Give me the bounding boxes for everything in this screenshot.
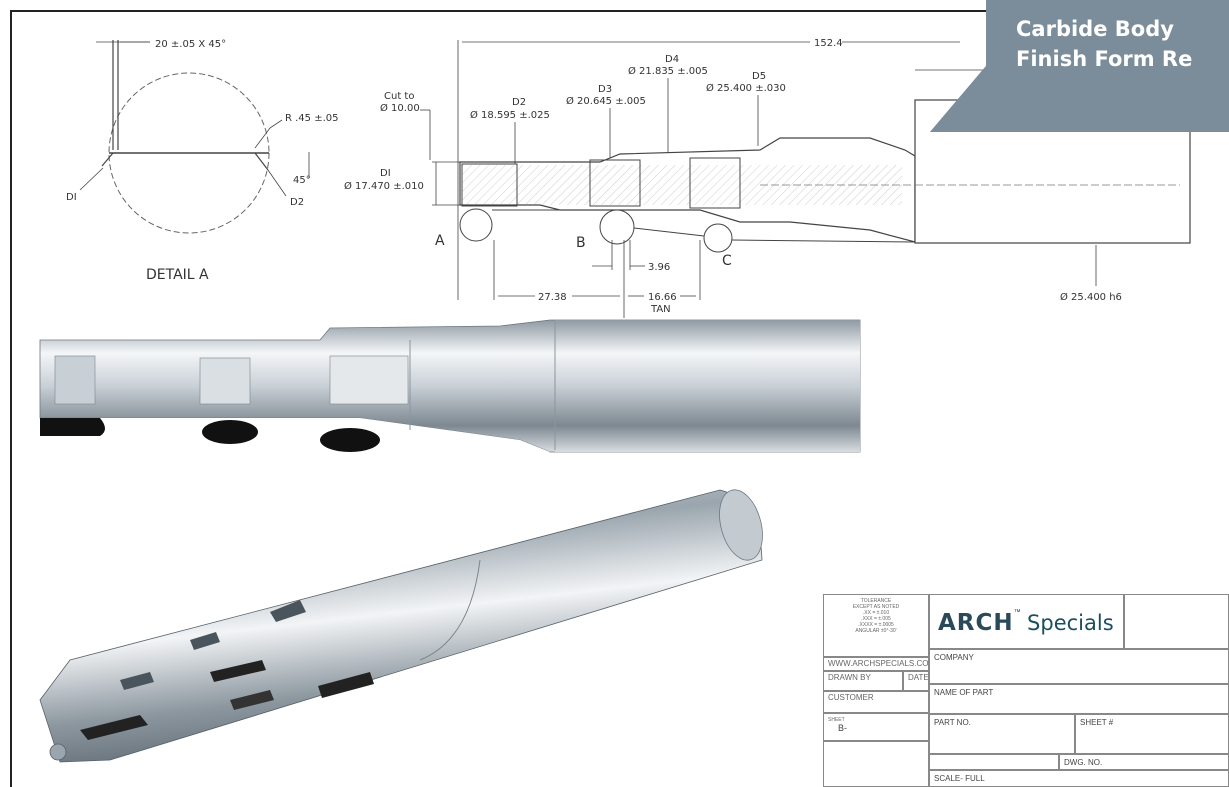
tool-3d-render <box>39 489 763 763</box>
customer-cell: CUSTOMER <box>823 691 929 713</box>
tolerance-line: .XXXX = ±.0005 <box>858 622 894 628</box>
dim-396-label: 3.96 <box>648 262 670 273</box>
title-banner-bg <box>930 0 1229 132</box>
company-label: COMPANY <box>934 653 974 662</box>
d3-value: Ø 20.645 ±.005 <box>566 95 646 107</box>
banner-line-2: Finish Form Re <box>1016 47 1193 71</box>
banner-line-1: Carbide Body <box>1016 17 1174 41</box>
title-banner: Carbide Body Finish Form Re <box>1016 14 1229 74</box>
cutaway-render <box>39 319 861 453</box>
dim-2738-label: 27.38 <box>538 292 567 303</box>
logo-arch-text: ARCH <box>938 610 1014 636</box>
cut-to-label: Cut to <box>384 91 414 102</box>
part-no-cell: PART NO. <box>929 714 1075 754</box>
dim-tan-label: TAN <box>650 304 671 315</box>
website-cell: WWW.ARCHSPECIALS.COM <box>823 657 929 671</box>
logo-cell: ARCH™ Specials <box>929 594 1124 649</box>
cut-to-value: Ø 10.00 <box>380 102 420 114</box>
date-cell: DATE <box>903 671 929 691</box>
d4-label: D4 <box>665 54 679 65</box>
notes-cell <box>823 741 929 787</box>
d3-label: D3 <box>598 84 612 95</box>
logo-specials-text: Specials <box>1027 611 1114 635</box>
tolerance-line: EXCEPT AS NOTED <box>852 604 900 610</box>
d1-value: Ø 17.470 ±.010 <box>344 180 424 192</box>
dwg-no-label: DWG. NO. <box>1064 758 1103 767</box>
d2-value: Ø 18.595 ±.025 <box>470 109 550 121</box>
drawing-frame <box>10 10 1229 787</box>
d5-label: D5 <box>752 71 766 82</box>
d1-label: DI <box>380 168 391 179</box>
detail-d2-label: D2 <box>290 197 304 208</box>
tolerance-line: .XXX = ±.005 <box>861 616 891 622</box>
logo-side-cell <box>1124 594 1229 649</box>
tolerance-line: ANGULAR ±0°-30' <box>855 628 897 634</box>
drawn-by-cell: DRAWN BY <box>823 671 903 691</box>
part-name-cell: NAME OF PART <box>929 684 1229 714</box>
point-a-label: A <box>435 233 445 249</box>
tolerance-box: TOLERANCE EXCEPT AS NOTED .XX = ±.010 .X… <box>823 594 929 657</box>
detail-d1-label: DI <box>66 192 77 203</box>
title-block: TOLERANCE EXCEPT AS NOTED .XX = ±.010 .X… <box>823 594 1229 787</box>
sheet-label: SHEET # <box>1080 718 1114 727</box>
tolerance-line: .XX = ±.010 <box>862 610 890 616</box>
rev-label: SHEET <box>828 717 845 723</box>
part-no-label: PART NO. <box>934 718 971 727</box>
arch-specials-logo: ARCH™ Specials <box>938 609 1114 636</box>
scale-label: SCALE- FULL <box>934 774 985 783</box>
overall-length-label: 152.4 <box>814 38 843 49</box>
point-c-label: C <box>722 253 732 269</box>
dim-1666-label: 16.66 <box>648 292 677 303</box>
d4-value: Ø 21.835 ±.005 <box>628 65 708 77</box>
rev-value: B- <box>838 723 847 733</box>
rev-cell: SHEET B- <box>823 713 929 741</box>
dwg-no-cell: DWG. NO. <box>1059 754 1229 770</box>
logo-tm: ™ <box>1013 609 1021 616</box>
detail-angle-label: 45° <box>293 175 311 186</box>
detail-chamfer-label: 20 ±.05 X 45° <box>155 39 226 50</box>
shank-diameter-label: Ø 25.400 h6 <box>1060 291 1122 303</box>
point-b-label: B <box>576 235 586 251</box>
d2-label: D2 <box>512 97 526 108</box>
blank-cell <box>929 754 1059 770</box>
sheet-cell: SHEET # <box>1075 714 1229 754</box>
detail-caption: DETAIL A <box>146 267 209 283</box>
d5-value: Ø 25.400 ±.030 <box>706 82 786 94</box>
scale-cell: SCALE- FULL <box>929 770 1229 787</box>
part-name-label: NAME OF PART <box>934 688 994 697</box>
company-cell: COMPANY <box>929 649 1229 684</box>
detail-a-view: 20 ±.05 X 45° R .45 ±.05 45° DI D2 DETAI… <box>66 39 339 283</box>
detail-radius-label: R .45 ±.05 <box>285 113 339 124</box>
tolerance-line: TOLERANCE <box>860 598 892 604</box>
